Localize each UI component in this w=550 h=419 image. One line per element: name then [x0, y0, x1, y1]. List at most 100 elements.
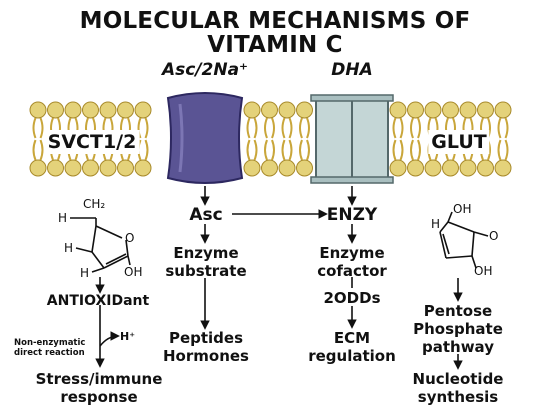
lipid-head — [389, 159, 407, 177]
lipid-tail — [246, 139, 251, 161]
lipid-head — [261, 159, 278, 177]
asc-label: Asc — [189, 205, 223, 225]
lipid-head — [64, 159, 82, 177]
lipid-tail — [144, 139, 149, 161]
lipid-tail — [288, 117, 293, 139]
lipid-tail — [32, 139, 37, 161]
lipid-head — [442, 159, 459, 177]
h-atom-label-mid: H — [64, 241, 74, 255]
glut-transporter-shape — [310, 94, 394, 184]
lipid-head — [99, 159, 117, 177]
dha-top-label: DHA — [331, 60, 373, 80]
nucleotide-synthesis-label: Nucleotide synthesis — [412, 370, 504, 406]
lipid-head — [424, 159, 442, 177]
lipid-tail — [399, 139, 404, 161]
2odds-label: 2ODDs — [323, 289, 381, 307]
lipid-head — [459, 159, 477, 177]
pentose-phosphate-label: Pentose Phosphate pathway — [413, 302, 503, 356]
lipid-head — [278, 159, 296, 177]
lipid-head — [243, 159, 261, 177]
lipid-tail — [144, 117, 149, 139]
lipid-head — [407, 101, 424, 119]
lipid-head — [477, 101, 494, 119]
oh-bottom-atom-label: OH — [474, 264, 493, 278]
lipid-tail — [288, 139, 293, 161]
lipid-tail — [417, 117, 421, 139]
asc-2na-label: Asc/2Na⁺ — [161, 60, 249, 80]
h-atom-label-right: H — [431, 217, 441, 231]
lipid-head — [442, 101, 459, 119]
lipid-head — [47, 159, 64, 177]
enzyme-substrate-label: Enzyme substrate — [165, 244, 247, 280]
lipid-head — [99, 101, 117, 119]
ch2-atom-label: CH₂ — [83, 197, 106, 211]
o-atom-label-right: O — [489, 229, 499, 243]
peptides-hormones-label: Peptides Hormones — [163, 329, 249, 365]
lipid-tail — [497, 139, 502, 161]
lipid-tail — [410, 139, 414, 161]
lipid-tail — [504, 117, 509, 139]
stress-immune-label: Stress/immune response — [35, 370, 163, 406]
lipid-head — [82, 159, 99, 177]
lipid-tail — [299, 139, 303, 161]
glut-label: GLUT — [428, 130, 490, 154]
svct-label: SVCT1/2 — [44, 130, 140, 154]
lipid-head — [243, 101, 261, 119]
ascorbate-structure — [70, 217, 131, 273]
lipid-head — [296, 101, 313, 119]
h-atom-label-bottom: H — [80, 266, 90, 280]
enzy-label: ENZY — [326, 205, 378, 225]
lipid-head — [494, 159, 512, 177]
lipid-tail — [399, 117, 404, 139]
lipid-tail — [392, 139, 397, 161]
lipid-tail — [32, 117, 37, 139]
lipid-tail — [306, 139, 310, 161]
lipid-tail — [246, 117, 251, 139]
lipid-head — [261, 101, 278, 119]
lipid-tail — [410, 117, 414, 139]
lipid-head — [29, 101, 47, 119]
dha-structure — [439, 211, 489, 269]
enzyme-cofactor-label: Enzyme cofactor — [317, 244, 387, 280]
lipid-tail — [39, 139, 44, 161]
lipid-head — [424, 101, 442, 119]
lipid-tail — [264, 117, 268, 139]
lipid-tail — [264, 139, 268, 161]
lipid-head — [407, 159, 424, 177]
lipid-head — [278, 101, 296, 119]
h-plus-label: H⁺ — [120, 330, 136, 343]
lipid-tail — [504, 139, 509, 161]
lipid-head — [47, 101, 64, 119]
lipid-head — [134, 159, 152, 177]
lipid-head — [389, 101, 407, 119]
lipid-tail — [39, 117, 44, 139]
lipid-tail — [137, 117, 142, 139]
lipid-tail — [253, 117, 258, 139]
title-line-1: MOLECULAR MECHANISMS OF — [79, 8, 471, 34]
lipid-tail — [281, 139, 286, 161]
lipid-tail — [281, 117, 286, 139]
lipid-head — [82, 101, 99, 119]
lipid-head — [296, 159, 313, 177]
antioxidant-label: ANTIOXIDant — [46, 293, 150, 309]
title-line-2: VITAMIN C — [207, 32, 343, 58]
h-atom-label-top: H — [58, 211, 68, 225]
lipid-head — [494, 101, 512, 119]
ecm-regulation-label: ECM regulation — [308, 329, 396, 365]
lipid-head — [117, 159, 134, 177]
lipid-head — [134, 101, 152, 119]
lipid-head — [29, 159, 47, 177]
oh-top-atom-label: OH — [453, 202, 472, 216]
lipid-head — [477, 159, 494, 177]
lipid-tail — [271, 139, 275, 161]
lipid-tail — [253, 139, 258, 161]
lipid-tail — [417, 139, 421, 161]
lipid-head — [459, 101, 477, 119]
non-enzymatic-label: Non-enzymatic direct reaction — [14, 338, 86, 358]
o-atom-label: O — [125, 231, 135, 245]
lipid-tail — [299, 117, 303, 139]
lipid-head — [117, 101, 134, 119]
lipid-tail — [497, 117, 502, 139]
lipid-tail — [392, 117, 397, 139]
oh-atom-label: OH — [124, 265, 143, 279]
